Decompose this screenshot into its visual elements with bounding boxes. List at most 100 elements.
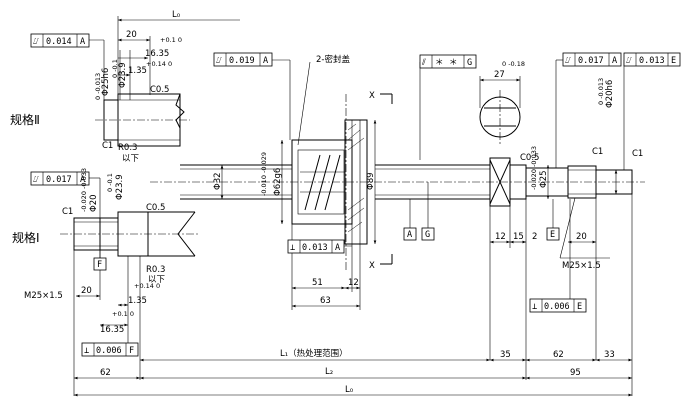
top-end-spec2 bbox=[95, 93, 190, 147]
tol-datum: A bbox=[80, 175, 85, 185]
dim-20-right: 20 bbox=[576, 232, 587, 242]
datum-label: A bbox=[407, 230, 412, 240]
dim-1-35-bottom-tol: +0.14 0 bbox=[134, 282, 160, 290]
dim-phi20-bottom: Φ20 bbox=[89, 194, 99, 212]
tol-value-2: ＊ bbox=[449, 58, 458, 68]
dim-phi89: Φ89 bbox=[366, 172, 376, 190]
tol-symbol: ⊥ bbox=[290, 243, 295, 253]
tolerance-frame-t5: ⌰ 0.017 A bbox=[562, 52, 622, 67]
ball-nut bbox=[291, 94, 368, 270]
dim-c1-top: C1 bbox=[102, 141, 113, 151]
dim-35: 35 bbox=[500, 350, 511, 360]
length-l1: L₁（热处理范围） bbox=[280, 348, 348, 359]
dim-phi62g6: Φ62g6 bbox=[273, 168, 283, 196]
tolerance-frame-t9: ⊥ 0.006 F bbox=[81, 342, 139, 357]
dim-m25-right: M25×1.5 bbox=[562, 261, 601, 271]
left-end-spec1 bbox=[60, 211, 200, 257]
dim-c0-5-top: C0.5 bbox=[150, 85, 169, 95]
datum-g: G bbox=[421, 227, 435, 241]
tol-datum: A bbox=[612, 56, 617, 66]
tolerance-frame-t2: ⌰ 0.017 A bbox=[30, 171, 90, 186]
dim-15-right: 15 bbox=[513, 232, 524, 242]
dim-27-tol: 0 -0.18 bbox=[502, 60, 525, 68]
section-x-bottom: X bbox=[369, 261, 375, 271]
dim-below-bottom: 以下 bbox=[148, 275, 166, 285]
dim-2-right: 2 bbox=[532, 232, 537, 242]
section-x-top: X bbox=[369, 91, 375, 101]
dim-16-35-top: 16.35 bbox=[145, 49, 169, 59]
dim-phi23-9-bottom: Φ23.9 bbox=[115, 174, 125, 200]
dim-phi25h6: Φ25h6 bbox=[101, 68, 111, 96]
tol-value: ＊ bbox=[435, 58, 444, 68]
tol-symbol: ⌰ bbox=[33, 37, 39, 47]
dim-phi25h6-tol: 0 -0.013 bbox=[94, 73, 102, 100]
tolerance-frame-t4: ⫽ ＊ ＊ G bbox=[419, 54, 477, 69]
dim-phi20h6: Φ20h6 bbox=[605, 80, 615, 108]
dim-27: 27 bbox=[494, 70, 505, 80]
tol-symbol: ⌰ bbox=[626, 56, 632, 66]
dim-1-35-top-tol: +0.14 0 bbox=[146, 60, 172, 68]
dim-r0-3-bottom: R0.3 bbox=[146, 265, 165, 275]
dim-c1-bottom: C1 bbox=[62, 207, 73, 217]
tol-datum: E bbox=[671, 56, 676, 66]
tol-datum: E bbox=[577, 302, 582, 312]
tol-symbol: ⊥ bbox=[532, 302, 537, 312]
dim-phi23-9-top-tol: 0 -0.1 bbox=[111, 59, 119, 78]
spec-2-label: 规格Ⅱ bbox=[10, 112, 40, 127]
tol-value: 0.019 bbox=[229, 56, 255, 66]
dim-12-nut: 12 bbox=[348, 278, 359, 288]
tolerance-frame-t3: ⌰ 0.019 A bbox=[213, 52, 273, 67]
tol-datum: F bbox=[129, 346, 134, 356]
dim-phi25-right: Φ25 bbox=[539, 170, 549, 188]
tol-value: 0.014 bbox=[46, 37, 72, 47]
tol-value: 0.013 bbox=[302, 243, 328, 253]
tol-symbol: ⊥ bbox=[84, 346, 89, 356]
dim-62-left: 62 bbox=[100, 368, 111, 378]
tol-value: 0.017 bbox=[46, 175, 72, 185]
tol-value: 0.006 bbox=[544, 302, 570, 312]
dim-below-top: 以下 bbox=[122, 154, 140, 164]
dim-16-35-bottom-tol: +0.1 0 bbox=[112, 310, 134, 318]
dim-phi23-9-bottom-tol: 0 -0.1 bbox=[106, 173, 114, 192]
dim-phi23-9-top: Φ23.9 bbox=[118, 62, 128, 88]
tol-value: 0.013 bbox=[639, 56, 665, 66]
dim-16-35-top-tol: +0.1 0 bbox=[160, 36, 182, 44]
tol-datum: A bbox=[80, 37, 85, 47]
tolerance-frame-t1: ⌰ 0.014 A bbox=[30, 33, 90, 48]
tolerance-frame-t8: ⊥ 0.006 E bbox=[529, 298, 587, 313]
datum-label: F bbox=[97, 260, 102, 270]
dim-phi25-right-tol: -0.020 -0.033 bbox=[530, 146, 538, 190]
tol-datum: A bbox=[335, 243, 340, 253]
seal-label: 2-密封盖 bbox=[316, 54, 350, 65]
dim-phi32: Φ32 bbox=[213, 172, 223, 190]
spec-1-label: 规格Ⅰ bbox=[12, 230, 40, 245]
dim-51: 51 bbox=[312, 278, 323, 288]
tol-symbol: ⫽ bbox=[421, 58, 426, 68]
dim-20-top: 20 bbox=[126, 30, 137, 40]
tolerance-frame-t7: ⊥ 0.013 A bbox=[287, 239, 345, 254]
tol-symbol: ⌰ bbox=[33, 175, 39, 185]
dim-1-35-top: 1.35 bbox=[128, 66, 147, 76]
dim-95: 95 bbox=[570, 368, 581, 378]
dim-33: 33 bbox=[604, 350, 615, 360]
dim-r0-3-top: R0.3 bbox=[118, 143, 137, 153]
tol-symbol: ⌰ bbox=[216, 56, 222, 66]
tolerance-frame-t6: ⌰ 0.013 E bbox=[623, 52, 681, 67]
dim-c1-right-2: C1 bbox=[632, 149, 643, 159]
screw-shaft bbox=[180, 164, 490, 200]
dim-phi20h6-tol: 0 -0.013 bbox=[597, 78, 605, 105]
dim-c0-5-bottom: C0.5 bbox=[146, 203, 165, 213]
datum-label: E bbox=[550, 230, 555, 240]
tol-value: 0.006 bbox=[96, 346, 122, 356]
dim-c0-5-right: C0.5 bbox=[520, 153, 539, 163]
dim-16-35-bottom: 16.35 bbox=[100, 325, 124, 335]
length-l0-total: L₀ bbox=[345, 385, 354, 395]
dim-62-right: 62 bbox=[553, 350, 564, 360]
datum-f: F bbox=[93, 257, 107, 271]
dim-m25-left: M25×1.5 bbox=[24, 291, 63, 301]
dim-c1-right-1: C1 bbox=[592, 147, 603, 157]
tol-datum: A bbox=[263, 56, 268, 66]
datum-e: E bbox=[546, 227, 560, 241]
dim-63: 63 bbox=[320, 296, 331, 306]
